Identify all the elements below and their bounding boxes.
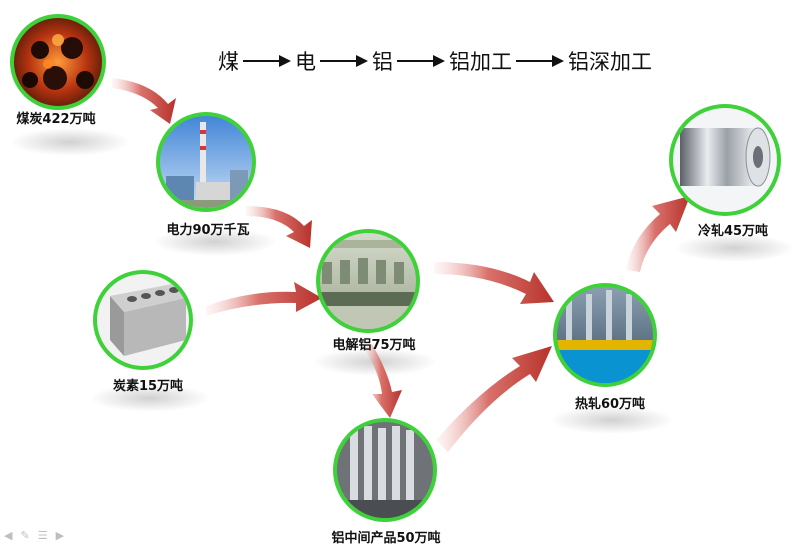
node-power <box>156 112 256 212</box>
arrow-coal-to-power <box>112 78 176 124</box>
prev-arrow-icon[interactable]: ◀ <box>4 529 13 542</box>
electrolysis-hall-image <box>320 233 416 329</box>
burning-coal-image <box>14 18 102 106</box>
label-hot-rolled: 热轧60万吨 <box>574 397 646 412</box>
label-coal: 煤炭422万吨 <box>16 112 96 127</box>
node-electrolytic <box>316 229 420 333</box>
node-carbon <box>93 270 193 370</box>
slideshow-toolbar: ◀ ✎ ☰ ▶ <box>4 529 64 542</box>
arrow-carbon-to-electrolytic <box>206 282 322 316</box>
next-arrow-icon[interactable]: ▶ <box>55 529 65 542</box>
arrow-electrolytic-to-hotrolled <box>434 262 554 304</box>
label-cold-rolled: 冷轧45万吨 <box>697 224 769 239</box>
aluminum-coil-image <box>673 108 777 212</box>
flow-arrows <box>112 78 690 452</box>
chain-stage-power: 电 <box>295 50 316 74</box>
node-intermediate <box>333 418 437 522</box>
chain-arrow-icon <box>243 55 291 67</box>
chain-stage-aluminum: 铝 <box>372 50 393 74</box>
node-coal <box>10 14 106 110</box>
rolling-mill-image <box>557 287 653 383</box>
label-power: 电力90万千瓦 <box>166 223 250 238</box>
chain-stage-aluminum-processing: 铝加工 <box>449 50 512 74</box>
chain-arrow-icon <box>320 55 368 67</box>
label-carbon: 炭素15万吨 <box>112 379 184 394</box>
carbon-block-image <box>97 274 189 366</box>
industry-chain-title: 煤 电 铝 铝加工 铝深加工 <box>218 44 652 78</box>
chain-arrow-icon <box>516 55 564 67</box>
label-electrolytic: 电解铝75万吨 <box>332 338 416 353</box>
aluminum-ingots-image <box>337 422 433 518</box>
menu-icon[interactable]: ☰ <box>37 529 48 542</box>
node-cold-rolled <box>669 104 781 216</box>
arrow-power-to-electrolytic <box>246 206 312 248</box>
chain-arrow-icon <box>397 55 445 67</box>
label-intermediate: 铝中间产品50万吨 <box>331 531 441 546</box>
chain-stage-coal: 煤 <box>218 50 239 74</box>
node-hot-rolled <box>553 283 657 387</box>
arrow-hotrolled-to-coldrolled <box>626 196 690 272</box>
chain-stage-deep-processing: 铝深加工 <box>568 50 652 74</box>
pen-icon[interactable]: ✎ <box>20 529 30 542</box>
arrow-electrolytic-to-intermediate <box>364 344 402 418</box>
arrow-intermediate-to-hotrolled <box>436 346 552 452</box>
